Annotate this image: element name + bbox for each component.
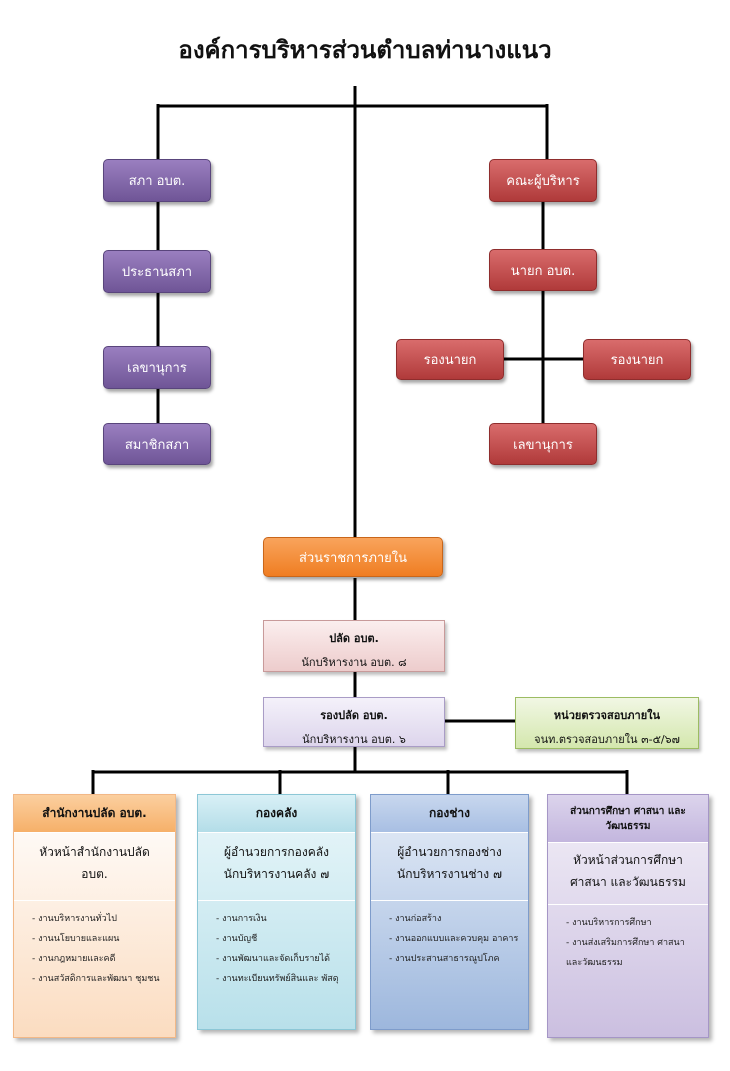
dept-engineering-tasks: - งานก่อสร้าง - งานออกแบบและควบคุม อาคาร… bbox=[371, 901, 528, 969]
dept-education-sub: หัวหน้าส่วนการศึกษา ศาสนา และวัฒนธรรม bbox=[548, 843, 708, 905]
dept-engineering-head: กองช่าง bbox=[371, 795, 528, 833]
dept-office-palad-head: สำนักงานปลัด อบต. bbox=[14, 795, 175, 833]
dept-office-palad: สำนักงานปลัด อบต. หัวหน้าสำนักงานปลัด อบ… bbox=[13, 794, 176, 1038]
audit-position: จนท.ตรวจสอบภายใน ๓-๕/๖๗ bbox=[534, 733, 680, 746]
deputy-palad-position: นักบริหารงาน อบต. ๖ bbox=[302, 733, 406, 746]
dept-education-sub-line2: ศาสนา และวัฒนธรรม bbox=[570, 875, 686, 889]
dept-finance: กองคลัง ผู้อำนวยการกองคลัง นักบริหารงานค… bbox=[197, 794, 356, 1030]
palad-title: ปลัด อบต. bbox=[329, 632, 379, 645]
task-item: - งานบริหารการศึกษา bbox=[566, 918, 652, 928]
deputy-mayor-right-box: รองนายก bbox=[583, 339, 691, 380]
org-title: องค์การบริหารส่วนตำบลท่านางแนว bbox=[178, 36, 552, 64]
task-item: - งานสวัสดิการและพัฒนา ชุมชน bbox=[32, 974, 160, 984]
dept-office-palad-sub: หัวหน้าสำนักงานปลัด อบต. bbox=[14, 833, 175, 901]
dept-engineering: กองช่าง ผู้อำนวยการกองช่าง นักบริหารงานช… bbox=[370, 794, 529, 1030]
council-member-box: สมาชิกสภา bbox=[103, 423, 211, 465]
task-item: - งานส่งเสริมการศึกษา ศาสนา และวัฒนธรรม bbox=[566, 938, 685, 968]
council-secretary-box: เลขานุการ bbox=[103, 346, 211, 389]
task-item: - งานนโยบายและแผน bbox=[32, 934, 120, 944]
dept-education: ส่วนการศึกษา ศาสนา และวัฒนธรรม หัวหน้าส่… bbox=[547, 794, 709, 1038]
deputy-mayor-left-box: รองนายก bbox=[396, 339, 504, 380]
audit-title: หน่วยตรวจสอบภายใน bbox=[553, 709, 661, 722]
dept-engineering-sub: ผู้อำนวยการกองช่าง นักบริหารงานช่าง ๗ bbox=[371, 833, 528, 901]
dept-finance-sub: ผู้อำนวยการกองคลัง นักบริหารงานคลัง ๗ bbox=[198, 833, 355, 901]
task-item: - งานก่อสร้าง bbox=[389, 914, 442, 924]
dept-office-palad-sub-line2: อบต. bbox=[81, 867, 108, 881]
internal-affairs-box: ส่วนราชการภายใน bbox=[263, 537, 443, 577]
dept-education-tasks: - งานบริหารการศึกษา - งานส่งเสริมการศึกษ… bbox=[548, 905, 708, 973]
task-item: - งานประสานสาธารณูปโภค bbox=[389, 954, 500, 964]
task-item: - งานพัฒนาและจัดเก็บรายได้ bbox=[216, 954, 331, 964]
deputy-palad-card: รองปลัด อบต. นักบริหารงาน อบต. ๖ bbox=[263, 697, 445, 747]
audit-card: หน่วยตรวจสอบภายใน จนท.ตรวจสอบภายใน ๓-๕/๖… bbox=[515, 697, 699, 749]
dept-finance-head: กองคลัง bbox=[198, 795, 355, 833]
dept-finance-sub-line2: นักบริหารงานคลัง ๗ bbox=[223, 867, 330, 881]
dept-office-palad-sub-line1: หัวหน้าสำนักงานปลัด bbox=[39, 845, 150, 859]
task-item: - งานกฎหมายและคดี bbox=[32, 954, 116, 964]
task-item: - งานบริหารงานทั่วไป bbox=[32, 914, 117, 924]
task-item: - งานทะเบียนทรัพย์สินและ พัสดุ bbox=[216, 974, 339, 984]
dept-education-head: ส่วนการศึกษา ศาสนา และวัฒนธรรม bbox=[548, 795, 708, 843]
council-box: สภา อบต. bbox=[103, 159, 211, 202]
task-item: - งานการเงิน bbox=[216, 914, 267, 924]
palad-position: นักบริหารงาน อบต. ๘ bbox=[301, 656, 407, 669]
deputy-palad-title: รองปลัด อบต. bbox=[320, 709, 388, 722]
dept-engineering-sub-line1: ผู้อำนวยการกองช่าง bbox=[397, 845, 502, 859]
dept-finance-sub-line1: ผู้อำนวยการกองคลัง bbox=[224, 845, 329, 859]
executive-secretary-box: เลขานุการ bbox=[489, 423, 597, 465]
dept-finance-tasks: - งานการเงิน - งานบัญชี - งานพัฒนาและจัด… bbox=[198, 901, 355, 989]
task-item: - งานออกแบบและควบคุม อาคาร bbox=[389, 934, 519, 944]
dept-education-sub-line1: หัวหน้าส่วนการศึกษา bbox=[573, 853, 683, 867]
mayor-box: นายก อบต. bbox=[489, 249, 597, 291]
council-chair-box: ประธานสภา bbox=[103, 250, 211, 293]
palad-card: ปลัด อบต. นักบริหารงาน อบต. ๘ bbox=[263, 620, 445, 672]
task-item: - งานบัญชี bbox=[216, 934, 258, 944]
executive-board-box: คณะผู้บริหาร bbox=[489, 159, 597, 202]
dept-engineering-sub-line2: นักบริหารงานช่าง ๗ bbox=[396, 867, 502, 881]
dept-office-palad-tasks: - งานบริหารงานทั่วไป - งานนโยบายและแผน -… bbox=[14, 901, 175, 989]
